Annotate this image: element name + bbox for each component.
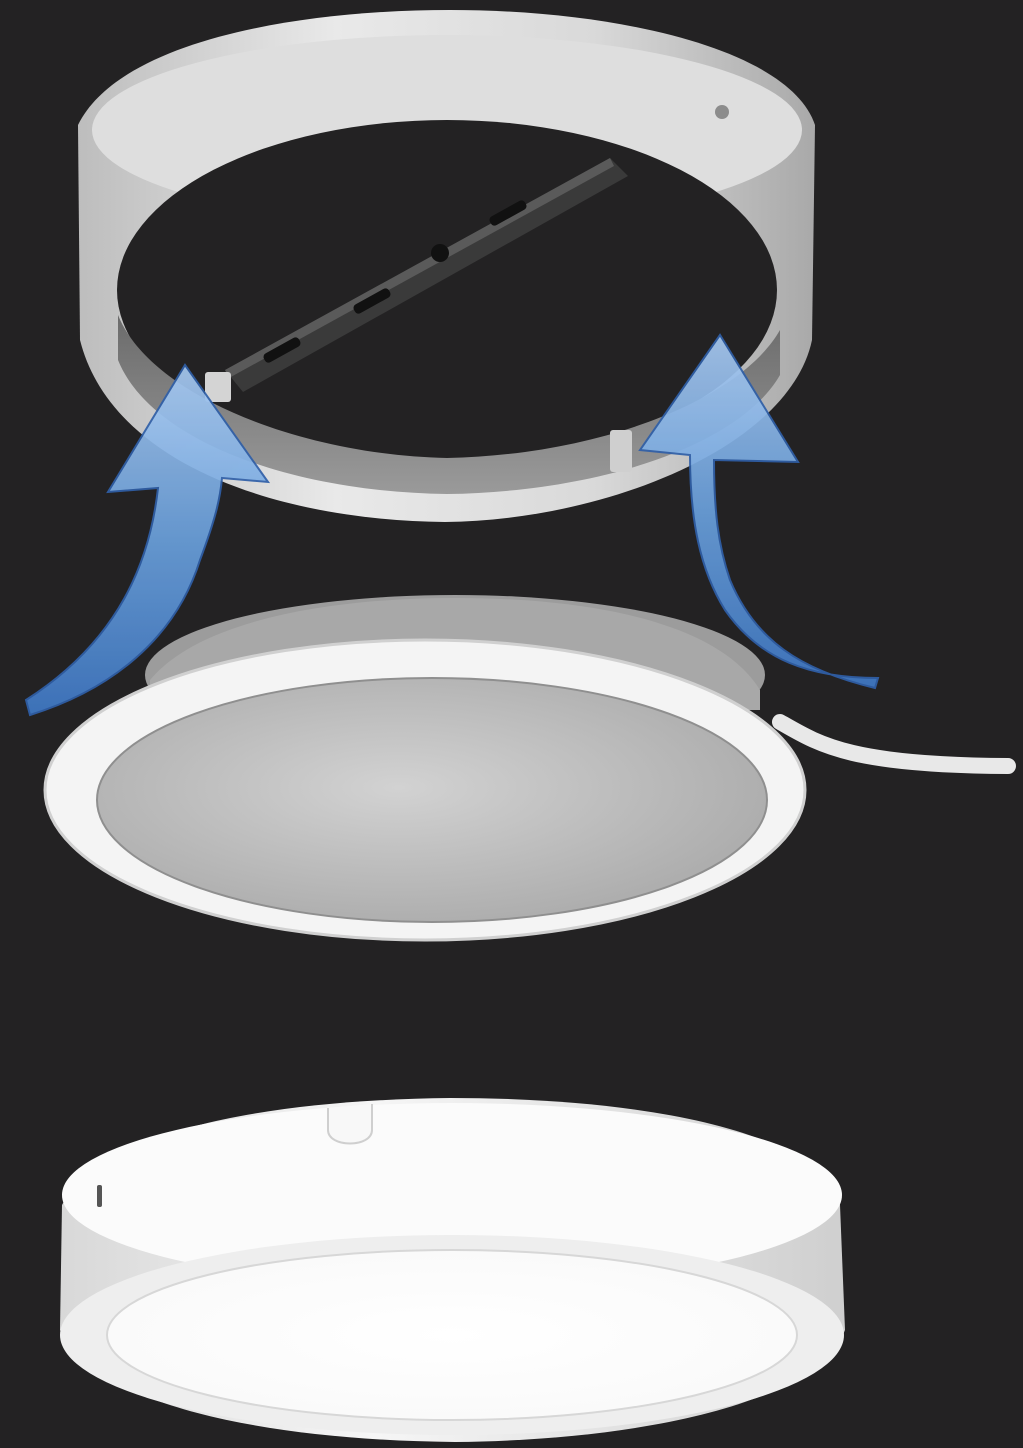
downlight-diffuser: [97, 678, 767, 922]
downlight-panel: [45, 595, 1008, 940]
power-cable: [780, 722, 1008, 766]
fixture-lens: [107, 1250, 797, 1420]
frame-screw: [715, 105, 729, 119]
fixture-notch: [328, 1104, 372, 1144]
assembled-fixture: [60, 1098, 845, 1442]
